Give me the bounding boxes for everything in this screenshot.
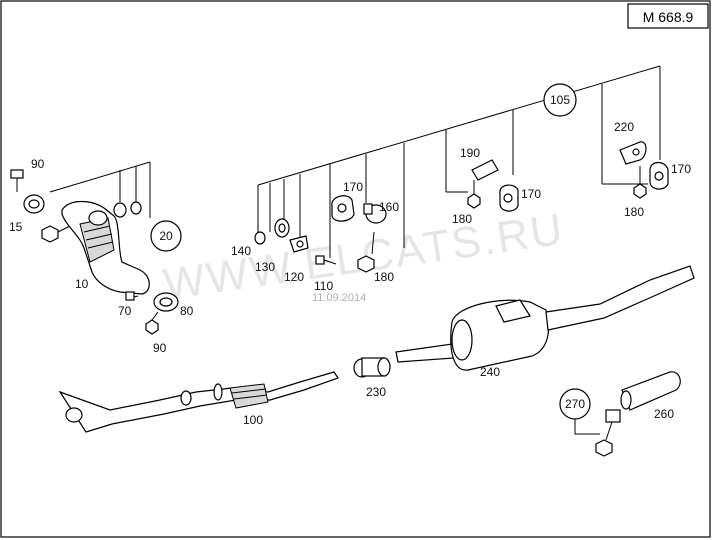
- label-170-b: 170: [521, 187, 541, 201]
- callout-20: 20: [159, 229, 173, 243]
- label-260: 260: [654, 407, 674, 421]
- label-220: 220: [614, 120, 634, 134]
- label-80: 80: [180, 304, 194, 318]
- label-190: 190: [460, 146, 480, 160]
- label-15: 15: [9, 220, 23, 234]
- clamp-80: [153, 292, 179, 312]
- label-180-c: 180: [624, 205, 644, 219]
- ring-130-inner: [278, 223, 286, 233]
- label-110: 110: [314, 279, 333, 293]
- tail-pipe-260: [620, 371, 681, 411]
- label-130: 130: [255, 260, 275, 274]
- bolt-180-a: [357, 231, 375, 273]
- gasket-a: [113, 202, 127, 218]
- label-170-c: 170: [671, 162, 691, 176]
- bracket-20-lines: [49, 161, 151, 218]
- callout-270: 270: [565, 397, 585, 411]
- label-140: 140: [231, 244, 251, 258]
- label-90-lower: 90: [153, 341, 167, 355]
- callout-105-circle: [543, 83, 577, 117]
- label-230: 230: [366, 385, 386, 399]
- gasket-b: [130, 201, 142, 215]
- clamp-230: [353, 357, 391, 378]
- clamp-15: [23, 194, 45, 214]
- label-120: 120: [284, 270, 304, 284]
- bracket-270-lines: [574, 419, 600, 435]
- washer-140: [254, 231, 266, 245]
- bracket-120: [289, 235, 309, 253]
- bolt-180-c: [633, 166, 647, 199]
- nut-15: [41, 225, 59, 243]
- label-100: 100: [243, 413, 263, 427]
- clamp-270: [595, 409, 621, 457]
- hanger-170-a: [331, 195, 355, 222]
- rear-muffler-240: [395, 265, 695, 371]
- label-170-a: 170: [343, 180, 363, 194]
- callout-20-circle: [150, 220, 182, 252]
- diagram-code: M 668.9: [643, 9, 694, 25]
- bolt-90-top: [10, 169, 24, 192]
- hanger-170-c: [649, 161, 669, 190]
- catalytic-converter-10: [61, 200, 150, 295]
- stud-line: [57, 225, 71, 233]
- date-stamp: 11.09.2014: [312, 292, 366, 304]
- label-70: 70: [118, 304, 132, 318]
- front-pipe-100: [58, 371, 339, 433]
- bolt-70: [125, 291, 139, 301]
- label-160: 160: [379, 200, 399, 214]
- callout-105: 105: [550, 93, 570, 107]
- label-90-top: 90: [31, 157, 45, 171]
- label-180-a: 180: [374, 270, 394, 284]
- bolt-90-lower: [145, 311, 159, 335]
- label-240: 240: [480, 365, 500, 379]
- label-180-b: 180: [452, 212, 472, 226]
- bracket-190: [467, 159, 499, 209]
- bracket-220: [619, 141, 647, 165]
- clamp-160: [363, 203, 387, 224]
- hanger-170-b: [499, 184, 519, 212]
- bolt-110: [315, 255, 337, 265]
- label-10: 10: [75, 277, 89, 291]
- diagram-code-box: [627, 3, 709, 29]
